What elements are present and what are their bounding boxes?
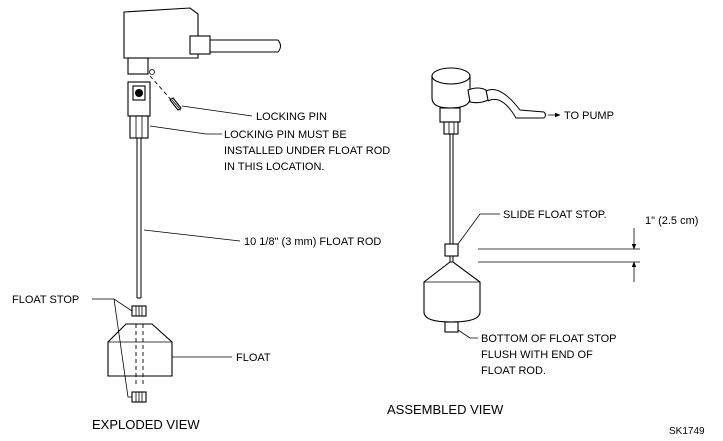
bottom-note-line-3: FLOAT ROD. <box>481 365 546 377</box>
locking-pin-note-line-2: INSTALLED UNDER FLOAT ROD <box>224 145 390 157</box>
bottom-note-leader <box>457 329 478 339</box>
switch-housing <box>123 7 281 75</box>
bottom-note-line-2: FLUSH WITH END OF <box>481 349 593 361</box>
to-pump-label: TO PUMP <box>564 110 614 122</box>
locking-pin-note-leader <box>149 125 222 135</box>
slide-float-stop <box>444 243 459 257</box>
locking-pin-path <box>149 75 183 113</box>
dimension-label: 1" (2.5 cm) <box>645 215 698 227</box>
float-rod <box>136 138 142 299</box>
float-stop-leader <box>92 298 133 398</box>
float <box>107 323 173 384</box>
bottom-float-stop <box>444 321 459 333</box>
exploded-view: LOCKING PIN LOCKING PIN MUST BE INSTALLE… <box>12 7 390 432</box>
locking-pin <box>169 97 182 111</box>
dimension-1in <box>478 228 640 282</box>
assembled-switch-housing <box>431 67 489 135</box>
slide-float-stop-leader <box>457 213 500 245</box>
pump-cable <box>485 89 561 119</box>
float-label: FLOAT <box>236 352 271 364</box>
float-stop-lower <box>131 391 147 403</box>
locking-pin-label: LOCKING PIN <box>256 111 327 123</box>
float-rod-leader <box>143 229 241 242</box>
float-stop-upper <box>131 305 147 317</box>
rod-bracket <box>127 81 151 139</box>
exploded-view-caption: EXPLODED VIEW <box>92 417 200 432</box>
float-rod-label: 10 1/8" (3 mm) FLOAT ROD <box>244 236 381 248</box>
bottom-note-line-1: BOTTOM OF FLOAT STOP <box>481 333 616 345</box>
slide-float-stop-label: SLIDE FLOAT STOP. <box>503 209 607 221</box>
assembled-float <box>423 261 481 323</box>
drawing-id: SK1749 <box>669 426 705 437</box>
assembled-view: TO PUMP SLIDE FLOAT STOP. 1" (2.5 cm) BO… <box>387 67 698 417</box>
float-stop-label: FLOAT STOP <box>12 294 79 306</box>
locking-pin-note-line-1: LOCKING PIN MUST BE <box>224 129 347 141</box>
locking-pin-note-line-3: IN THIS LOCATION. <box>224 161 324 173</box>
locking-pin-leader <box>181 105 253 117</box>
assembled-view-caption: ASSEMBLED VIEW <box>387 402 504 417</box>
